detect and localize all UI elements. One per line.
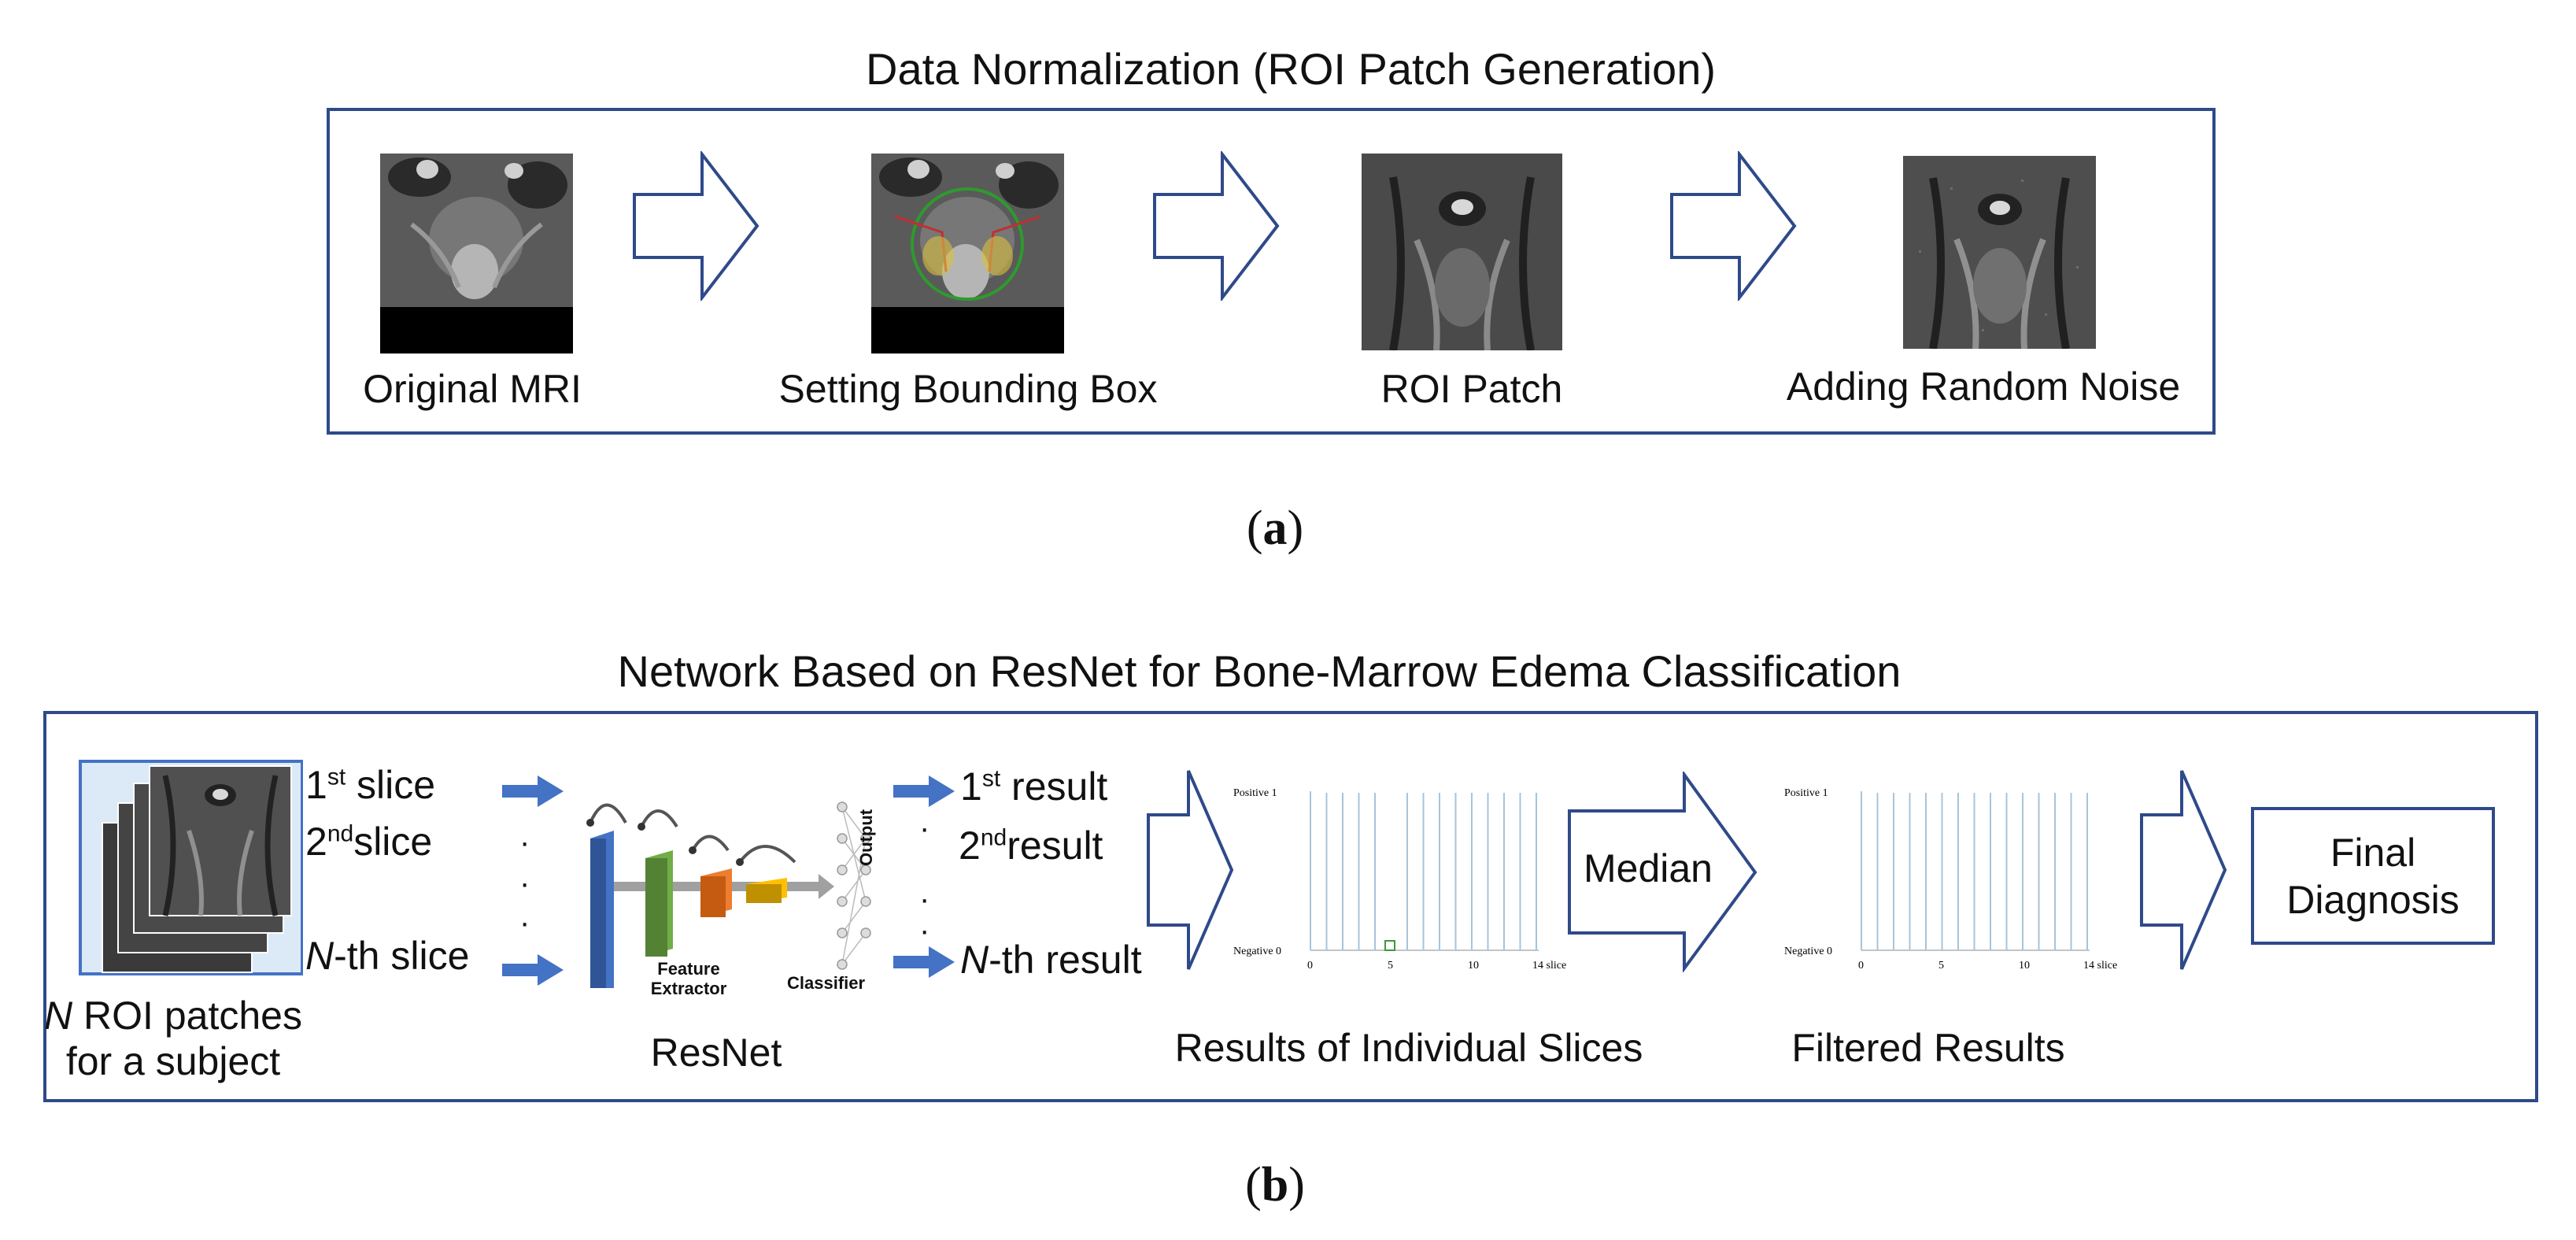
result-label-1: 1st result (960, 764, 1108, 809)
panel-b-caption: (b) (1245, 1158, 1305, 1212)
step-label-roi-patch: ROI Patch (1380, 367, 1563, 411)
result-arrow-icon (893, 946, 955, 978)
individual-results-plot: Positive 1 Negative 0 0 5 10 14 slice (1233, 787, 1566, 972)
flow-arrow-icon (1147, 770, 1234, 970)
step-arrow-icon (1153, 151, 1280, 301)
svg-text:5: 5 (1388, 960, 1393, 972)
step-label-random-noise: Adding Random Noise (1786, 365, 2181, 409)
mri-bounding-box-image (871, 154, 1064, 353)
panel-a-caption: (a) (1246, 502, 1304, 555)
ellipsis-dot: · (519, 825, 530, 860)
resnet-architecture-diagram (586, 801, 871, 988)
step-label-bounding-box: Setting Bounding Box (778, 367, 1158, 411)
svg-text:0: 0 (1307, 960, 1313, 972)
roi-patch-image (1362, 154, 1562, 350)
final-diagnosis-box: Final Diagnosis (2251, 807, 2495, 945)
panel-a-frame (327, 108, 2216, 435)
result-label-2: 2ndresult (959, 824, 1103, 868)
ellipsis-dot: · (519, 866, 530, 901)
step-arrow-icon (1670, 151, 1797, 301)
resnet-label: ResNet (650, 1031, 782, 1075)
ellipsis-dot: · (919, 913, 930, 948)
median-label: Median (1584, 846, 1713, 890)
slice-label-1: 1st slice (305, 763, 436, 807)
filtered-results-label: Filtered Results (1791, 1026, 2065, 1070)
roi-patch-stack-image (79, 760, 303, 975)
svg-text:10: 10 (1468, 960, 1479, 972)
output-label: Output (856, 809, 876, 866)
svg-text:Negative 0: Negative 0 (1784, 946, 1832, 957)
input-arrow-icon (502, 954, 564, 986)
input-arrow-icon (502, 775, 564, 807)
panel-a-title: Data Normalization (ROI Patch Generation… (866, 44, 1716, 94)
step-arrow-icon (633, 151, 759, 301)
individual-results-label: Results of Individual Slices (1174, 1026, 1643, 1070)
input-patches-label: N ROI patches for a subject (44, 994, 302, 1083)
svg-text:Positive 1: Positive 1 (1233, 787, 1277, 799)
classifier-label: Classifier (787, 973, 866, 993)
panel-b-frame (43, 711, 2538, 1102)
svg-text:5: 5 (1938, 960, 1944, 972)
svg-text:14 slice: 14 slice (2083, 960, 2117, 972)
svg-text:0: 0 (1858, 960, 1864, 972)
svg-text:10: 10 (2019, 960, 2030, 972)
mri-slice-image (380, 154, 573, 353)
step-label-original-mri: Original MRI (363, 367, 582, 411)
slice-label-2: 2ndslice (305, 820, 433, 864)
slice-label-n: N-th slice (305, 934, 470, 978)
noisy-roi-patch-image (1903, 156, 2096, 349)
filtered-results-plot: Positive 1 Negative 0 0 5 10 14 slice (1784, 787, 2117, 972)
flow-arrow-icon (2140, 770, 2227, 970)
svg-text:14 slice: 14 slice (1532, 960, 1566, 972)
result-arrow-icon (893, 775, 955, 807)
svg-text:Negative 0: Negative 0 (1233, 946, 1281, 957)
ellipsis-dot: · (519, 905, 530, 940)
svg-text:Positive 1: Positive 1 (1784, 787, 1828, 799)
result-label-n: N-th result (960, 938, 1142, 982)
ellipsis-dot: · (919, 882, 930, 916)
median-arrow-icon (1568, 772, 1757, 972)
panel-b-title: Network Based on ResNet for Bone-Marrow … (617, 646, 1902, 696)
ellipsis-dot: · (919, 811, 930, 846)
feature-extractor-label: Feature Extractor (650, 959, 727, 999)
